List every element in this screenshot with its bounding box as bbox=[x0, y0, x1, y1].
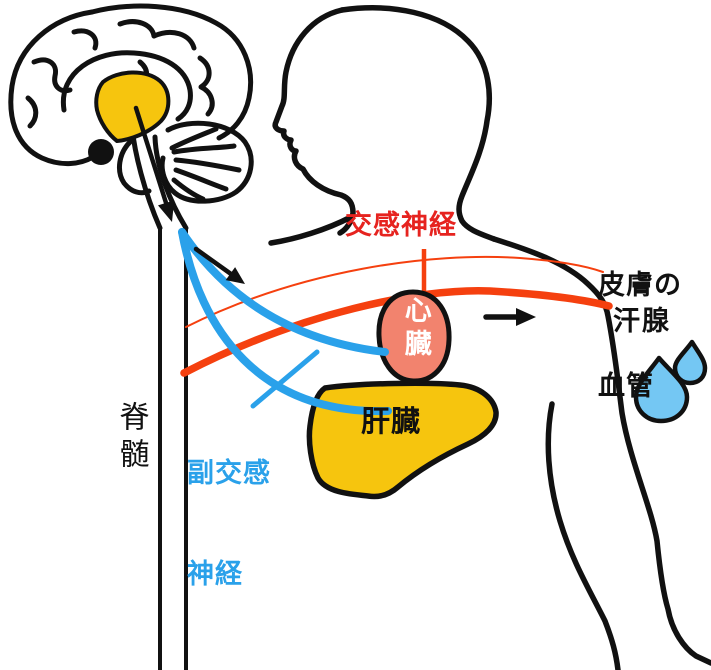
brain-sulcus-squiggle bbox=[117, 19, 157, 39]
hypothalamus-shape bbox=[94, 70, 171, 143]
skin-vessels-label: 皮膚の 血管 bbox=[598, 201, 682, 471]
brain-cortex-front-outline bbox=[8, 9, 96, 166]
parasympathetic-nerve-label: 副交感 神経 bbox=[187, 389, 271, 659]
parasympathetic-heart-line bbox=[178, 228, 389, 356]
head-back-outline bbox=[339, 5, 497, 242]
cerebellum-fold-line bbox=[171, 177, 206, 202]
parasympathetic-label-line2: 神経 bbox=[187, 558, 243, 590]
brain-sulcus-squiggle bbox=[25, 95, 39, 129]
parasympathetic-liver-line bbox=[178, 228, 392, 416]
brain-sulcus-squiggle bbox=[31, 57, 73, 94]
left-shoulder-line bbox=[268, 214, 354, 246]
parasympathetic-label-leader-line bbox=[250, 349, 320, 409]
skin-vessels-label-line1: 皮膚の bbox=[598, 269, 682, 301]
spinal-cord-lines bbox=[158, 226, 188, 670]
heart-shape bbox=[376, 289, 452, 384]
sweat-droplet-small bbox=[672, 339, 708, 386]
sympathetic-main-trunk-line bbox=[180, 287, 613, 377]
cerebellum-fold-line bbox=[173, 157, 242, 173]
pons-outline bbox=[116, 139, 152, 196]
brain-sulcus-squiggle bbox=[197, 55, 215, 117]
liver-label: 肝臓 bbox=[361, 404, 422, 438]
sympathetic-skin-vessel-line bbox=[185, 255, 604, 328]
parasympathetic-lines bbox=[178, 228, 392, 416]
cerebellum-fold-line bbox=[171, 143, 237, 155]
brain-illustration bbox=[8, 3, 254, 231]
brain-corpus-callosum-arc bbox=[60, 50, 193, 122]
cerebellum-fold-line bbox=[173, 167, 229, 192]
skin-vessels-label-line2: 血管 bbox=[598, 370, 654, 402]
right-shoulder-arm-outline bbox=[491, 236, 711, 666]
sympathetic-nerve-label: 交感神経 bbox=[345, 210, 457, 241]
heart-label: 心臓 bbox=[399, 296, 431, 362]
head-profile-outline bbox=[272, 7, 356, 236]
brain-cortex-top-outline bbox=[89, 3, 254, 141]
parasympathetic-label-line1: 副交感 bbox=[187, 457, 271, 489]
liver-shape bbox=[306, 380, 499, 500]
body-outline bbox=[268, 5, 711, 670]
sweat-gland-label: 汗腺 bbox=[613, 306, 671, 337]
sweat-droplet-icon bbox=[633, 339, 708, 424]
nerve-signal-arrow-icon bbox=[193, 246, 245, 284]
sweat-droplet-large bbox=[633, 355, 690, 424]
pituitary-dot bbox=[88, 139, 114, 165]
brain-sulcus-squiggle bbox=[71, 28, 99, 51]
to-sweat-gland-arrow-icon bbox=[483, 308, 536, 326]
brain-sulcus-squiggle bbox=[151, 30, 197, 51]
cerebellum-fold-line bbox=[169, 126, 219, 151]
cerebellum-outline bbox=[159, 120, 254, 204]
brainstem-right-edge bbox=[152, 134, 189, 231]
inner-arm-line bbox=[545, 401, 621, 670]
spinal-cord-label: 脊髄 bbox=[113, 401, 149, 475]
brain-signal-arrow-icon bbox=[133, 105, 175, 222]
